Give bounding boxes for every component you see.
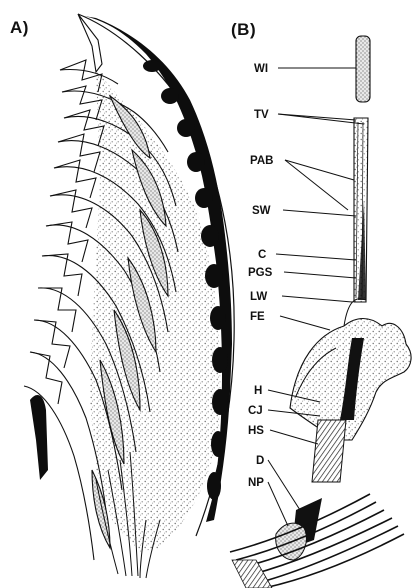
label-d: D [256, 455, 264, 467]
label-wi: WI [254, 63, 268, 75]
label-fe: FE [250, 311, 265, 323]
label-pgs: PGS [248, 267, 273, 279]
panel-a-drawing [24, 14, 234, 578]
structure-labels: WI TV PAB SW C PGS LW FE H CJ HS D NP [248, 63, 273, 489]
label-hs: HS [248, 425, 264, 437]
label-c: C [258, 249, 266, 261]
label-np: NP [248, 477, 264, 489]
wi-segment [356, 36, 370, 102]
label-sw: SW [252, 205, 271, 217]
label-cj: CJ [248, 405, 263, 417]
basal-wedge [30, 395, 48, 480]
label-tv: TV [254, 109, 269, 121]
label-lw: LW [250, 291, 267, 303]
follicle-canal [312, 420, 346, 482]
wing-tip-hook [78, 14, 102, 72]
label-h: H [254, 385, 262, 397]
label-pab: PAB [250, 155, 273, 167]
panel-b-drawing: WI TV PAB SW C PGS LW FE H CJ HS D NP [230, 36, 411, 588]
